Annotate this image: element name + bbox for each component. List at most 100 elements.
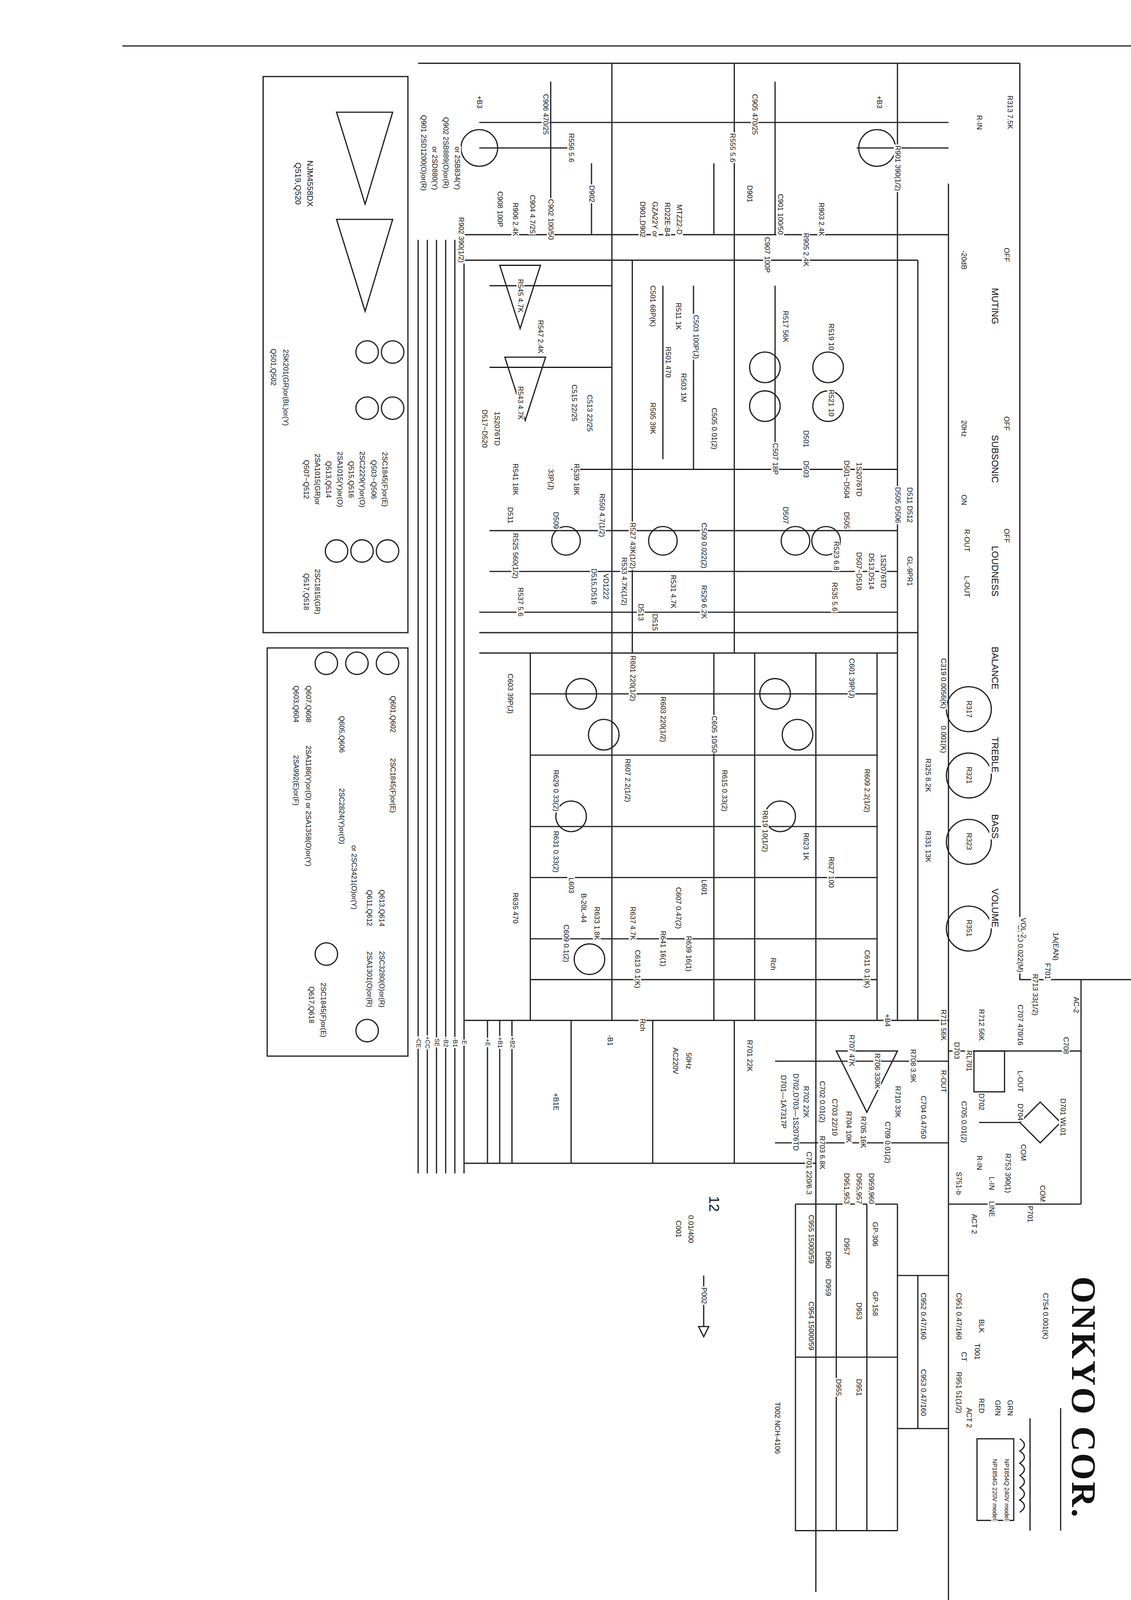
component-label: 2SC1845(F)or(E) — [380, 451, 389, 508]
component-label: C505 0.01(2) — [709, 406, 718, 451]
component-label: R635 470 — [511, 891, 519, 925]
component-label: D517~D520 — [480, 408, 489, 449]
component-label: 2SA992(E)or(F) — [291, 754, 300, 807]
component-label: Q613,Q614 — [377, 888, 385, 927]
component-label: -CE — [414, 1036, 422, 1049]
component-label: +B3 — [875, 94, 884, 110]
component-label: SUBSONIC — [989, 434, 1000, 484]
component-label: C901 100/50 — [776, 192, 785, 236]
component-label: R951 51(1/2) — [954, 1370, 963, 1414]
component-label: R619 10(1/2) — [760, 809, 769, 854]
component-label: GRN — [993, 1398, 1002, 1417]
component-label: 1S2076TD — [854, 461, 863, 498]
component-label: Q517,Q518 — [302, 572, 310, 611]
component-label: Q605,Q606 — [337, 714, 346, 754]
component-label: RED — [977, 1396, 986, 1414]
component-label: ACT 2 — [970, 1212, 978, 1235]
component-label: R351 — [964, 918, 973, 938]
component-label: OFF — [1002, 247, 1011, 263]
component-label: R501 470 — [664, 345, 672, 379]
component-label: COM — [1019, 1143, 1027, 1162]
component-label: C515 22/25 — [570, 383, 578, 423]
component-label: +B2 — [508, 1035, 516, 1049]
component-label: R641 16(1) — [658, 929, 667, 968]
brand-title: ONKYO COR. — [1063, 1275, 1102, 1520]
component-label: R705 16K — [858, 1115, 867, 1149]
component-label: OFF — [1002, 415, 1011, 432]
component-label: C001 — [674, 1219, 683, 1239]
component-label: GP-306 — [871, 1221, 879, 1248]
component-label: 1S2076TD — [492, 410, 501, 447]
component-label: C754 0.001(K) — [1041, 1291, 1050, 1340]
component-label: +CC — [423, 1035, 431, 1050]
component-label: -20dB — [959, 249, 968, 271]
component-label: C605 10/50 — [709, 714, 718, 754]
component-label: 20Hz — [959, 419, 968, 438]
component-label: 33P(J) — [546, 467, 555, 491]
component-label: 0.001(K) — [939, 724, 948, 754]
component-label: NP1854G 220V model — [991, 1457, 998, 1521]
component-label: R321 — [964, 765, 973, 785]
component-label: 2SA1015(Y)or(O) — [335, 450, 344, 508]
component-label: F701 — [1043, 961, 1052, 980]
component-label: COM — [1038, 1183, 1047, 1203]
component-label: D505 — [842, 510, 851, 530]
component-label: C701 220/6.3 — [804, 1150, 813, 1196]
component-label: Q515,Q516 — [346, 460, 355, 499]
component-label: 2SA1301(O)or(R) — [365, 950, 374, 1008]
component-label: D960 — [824, 1250, 832, 1269]
component-label: Q607,Q608 — [303, 684, 312, 723]
component-label: R702 22K — [801, 1084, 810, 1119]
component-label: GZA22Y or — [650, 200, 659, 238]
component-label: 2SC2229(Y)or(O) — [358, 450, 366, 509]
component-label: R539 18K — [572, 462, 581, 496]
component-label: D507 — [781, 505, 790, 525]
component-label: D953 — [854, 1301, 863, 1321]
component-label: R325 8.2K — [924, 757, 932, 793]
component-label: R615 0.33(2) — [719, 768, 728, 813]
component-label: R713 33(1/2) — [1031, 972, 1039, 1017]
component-label: R701 22K — [745, 1038, 754, 1073]
component-label: C601 39P(J) — [847, 657, 856, 700]
component-label: D702,D703—1S2076TD — [791, 1072, 800, 1152]
component-label: D957 — [842, 1236, 851, 1256]
component-label: 1A(EAN) — [1051, 931, 1060, 962]
component-label: R331 13K — [924, 829, 932, 863]
component-label: R533 4.7K(1/2) — [620, 556, 628, 607]
component-label: D503 — [801, 459, 810, 479]
component-label: C952 0.47/160 — [918, 1291, 927, 1341]
component-label: VOL-2 — [1019, 916, 1027, 939]
component-label: R519 10 — [827, 322, 835, 351]
component-label: +E — [483, 1037, 491, 1047]
component-label: C509 0.022(2) — [699, 521, 708, 570]
component-label: R-IN — [975, 114, 983, 131]
component-label: R704 10K — [844, 1110, 853, 1144]
component-label: NP1854Q 240V model — [1003, 1457, 1011, 1521]
component-label: R707 47K — [847, 1033, 856, 1067]
component-label: BALANCE — [989, 645, 1000, 691]
component-label: D959 — [824, 1277, 832, 1297]
component-label: 12 — [705, 1194, 722, 1213]
component-label: B-20L-44 — [579, 891, 588, 924]
component-label: D704 — [1015, 1102, 1024, 1122]
component-label: BASS — [989, 813, 1000, 840]
component-label: C607 0.47(2) — [674, 886, 683, 930]
component-label: TREBLE — [989, 735, 1000, 774]
component-label: R503 1M — [679, 372, 688, 403]
component-label: R521 10 — [827, 388, 835, 417]
component-label: D509 — [551, 510, 560, 530]
component-label: Q507~Q512 — [302, 458, 310, 500]
component-label: R633 1.8K — [592, 905, 601, 941]
component-label: C906 470/25 — [541, 93, 550, 136]
component-label: R708 3.9K — [908, 1048, 917, 1084]
component-label: L-IN — [987, 1175, 995, 1191]
component-label: +B1 — [496, 1035, 504, 1049]
component-label: D955 — [834, 1377, 843, 1397]
component-label: R517 56K — [781, 309, 790, 343]
component-label: C507 18P — [771, 442, 779, 476]
component-label: 2SC3280(O)or(R) — [377, 950, 385, 1009]
component-label: or 2SD880(Y) — [430, 145, 439, 191]
component-label: +B1E — [551, 1091, 560, 1111]
component-label: D951,953 — [842, 1171, 851, 1205]
component-label: C702 0.01(2) — [818, 1079, 826, 1124]
